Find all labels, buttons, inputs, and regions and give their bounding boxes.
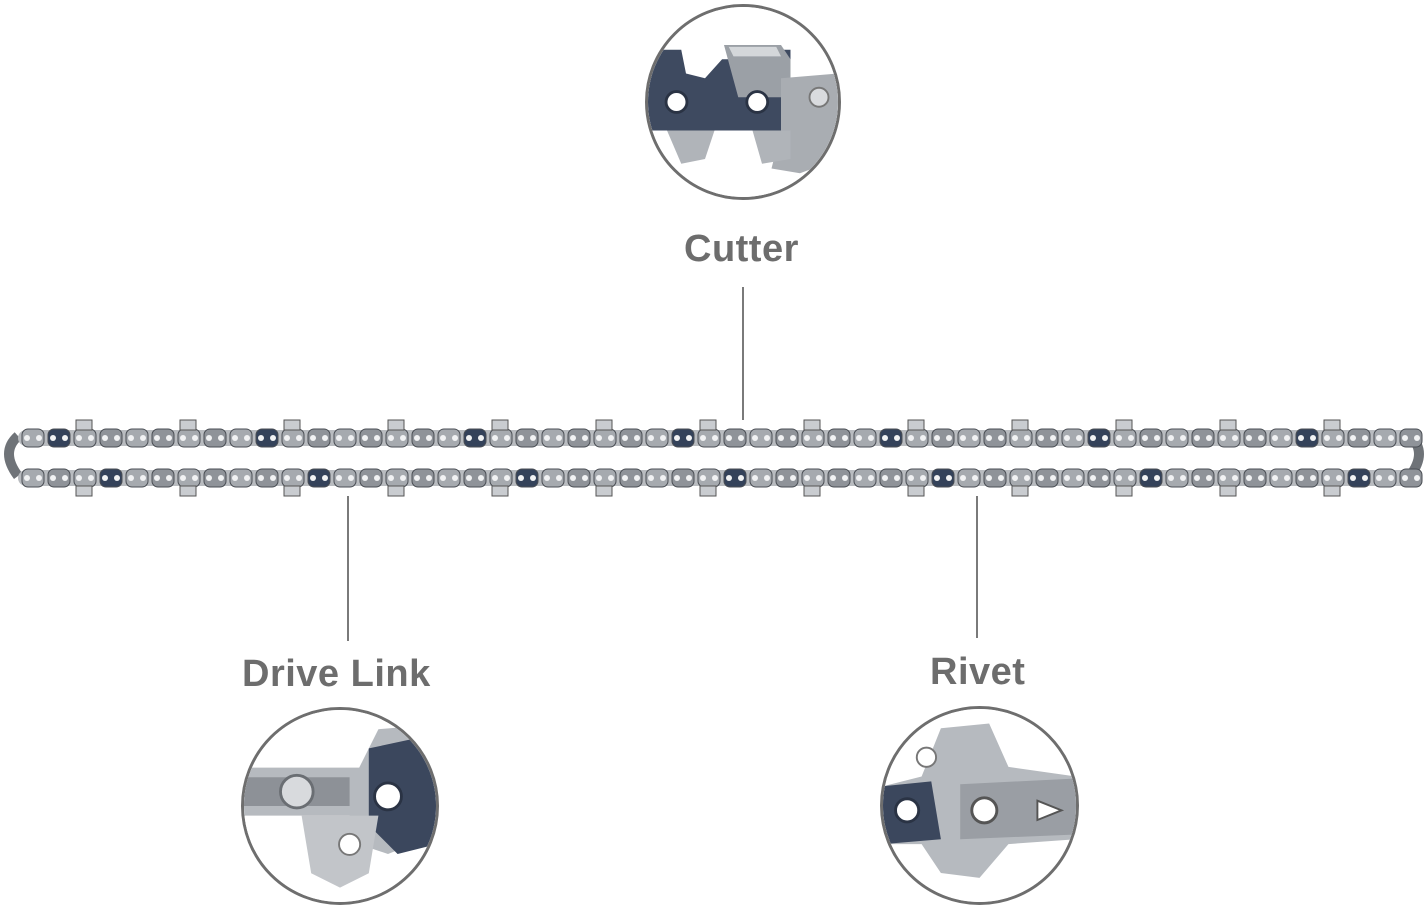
rivet-leader-line [976, 496, 978, 638]
rivet-label: Rivet [930, 651, 1026, 693]
cutter-leader-line [742, 287, 744, 420]
drive-link-zoom-image [241, 707, 439, 905]
cutter-label: Cutter [684, 228, 799, 270]
drive-link-leader-line [347, 496, 349, 641]
chain-image [4, 419, 1424, 497]
drive-link-label: Drive Link [242, 653, 431, 695]
rivet-zoom-image [880, 706, 1079, 905]
cutter-zoom-image [645, 4, 841, 200]
